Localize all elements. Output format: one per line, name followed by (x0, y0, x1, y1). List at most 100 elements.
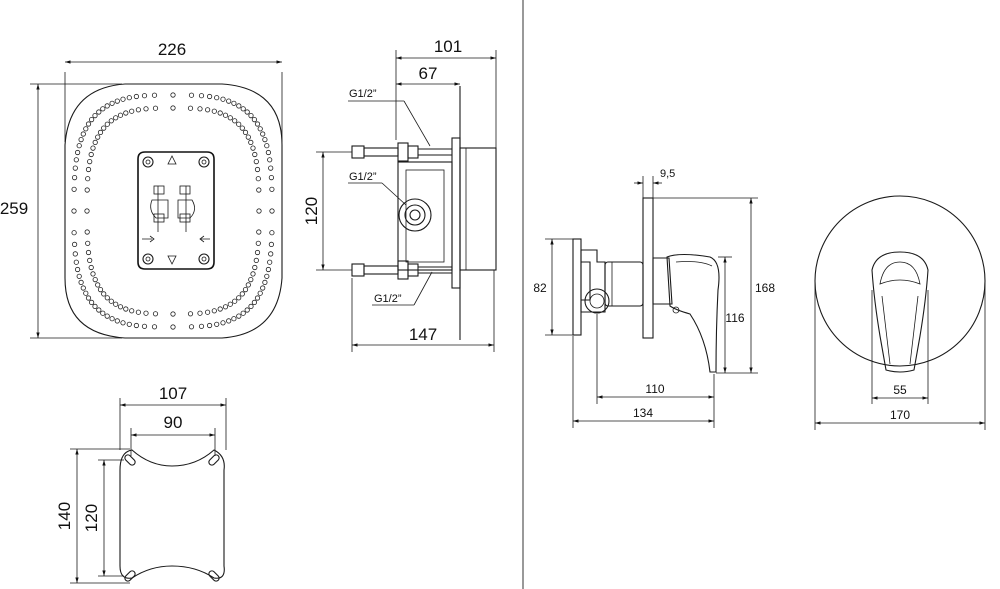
panel-hole (250, 271, 256, 277)
panel-hole (75, 266, 81, 273)
panel-hole (73, 259, 79, 265)
template-inner-height-label: 120 (82, 504, 101, 532)
panel-hole (253, 257, 259, 263)
panel-hole (87, 159, 93, 165)
panel-hole (242, 286, 249, 293)
mixer-front-view: 55 170 (814, 195, 986, 430)
panel-hole (226, 98, 232, 104)
panel-hole (85, 240, 91, 246)
panel-hole (88, 151, 94, 158)
panel-hole (71, 230, 77, 236)
panel-hole (205, 107, 211, 113)
panel-hole (108, 118, 114, 124)
thread-top-label: G1/2” (349, 88, 377, 100)
handle-height-label: 116 (725, 311, 744, 325)
panel-hole (92, 113, 98, 119)
thread-bottom-label: G1/2” (374, 293, 402, 305)
plate-height-label: 168 (755, 281, 775, 295)
panel-hole (129, 308, 135, 314)
panel-hole (268, 251, 274, 257)
panel-hole (100, 310, 106, 316)
panel-hole (75, 149, 81, 156)
panel-hole (188, 92, 195, 98)
panel-hole (170, 324, 176, 330)
panel-hole (217, 306, 223, 312)
panel-hole (248, 139, 254, 145)
panel-hole (97, 129, 104, 135)
box-depth-inner-label: 67 (419, 64, 438, 83)
panel-hole (187, 105, 194, 111)
panel-hole (267, 259, 273, 265)
box-length-label: 147 (409, 325, 437, 344)
panel-hole (123, 306, 129, 312)
panel-hole (245, 134, 251, 140)
panel-hole (101, 125, 107, 131)
panel-hole (89, 117, 95, 123)
mounting-template-view: 107 90 140 120 (55, 384, 227, 584)
panel-hole (214, 95, 220, 101)
panel-hole (104, 103, 110, 109)
panel-hole (254, 166, 261, 173)
panel-hole (129, 108, 135, 114)
panel-hole (78, 279, 84, 285)
panel-hole (245, 282, 251, 288)
panel-hole (231, 100, 237, 106)
panel-hole (151, 92, 158, 98)
panel-hole (72, 251, 78, 257)
panel-hole (240, 310, 246, 316)
panel-hole (108, 298, 114, 304)
panel-hole (251, 117, 257, 123)
panel-hole (151, 324, 158, 330)
panel-hole (84, 208, 90, 214)
panel-hole (80, 285, 86, 291)
panel-hole (251, 299, 257, 305)
panel-hole (257, 126, 263, 132)
panel-hole (152, 311, 159, 317)
panel-hole (120, 320, 126, 326)
panel-hole (135, 309, 141, 315)
handle-depth-label: 110 (645, 382, 664, 396)
panel-hole (123, 110, 129, 116)
panel-hole (254, 249, 261, 256)
panel-hole (92, 276, 98, 283)
panel-hole (264, 143, 270, 149)
plate-thickness-label: 9,5 (660, 168, 675, 180)
panel-height-label: 259 (0, 199, 28, 218)
panel-hole (265, 266, 271, 273)
total-depth-label: 134 (633, 406, 653, 420)
panel-hole (268, 241, 274, 247)
panel-hole (262, 279, 268, 285)
panel-hole (264, 273, 270, 279)
panel-hole (226, 318, 232, 324)
panel-hole (85, 166, 92, 173)
panel-hole (95, 282, 101, 288)
panel-hole (85, 176, 91, 182)
panel-hole (114, 98, 120, 104)
panel-hole (252, 264, 258, 271)
plate-diameter-label: 170 (890, 408, 910, 422)
panel-hole (92, 303, 98, 309)
panel-hole (96, 109, 102, 115)
panel-hole (256, 229, 262, 235)
panel-hole (254, 295, 261, 301)
panel-hole (260, 285, 266, 291)
panel-hole (120, 96, 126, 102)
panel-hole (207, 322, 213, 329)
panel-hole (83, 290, 89, 296)
mounting-box-view: 101 67 G1/2” G1/2” G1/2” 120 147 (302, 37, 497, 352)
panel-hole (236, 103, 242, 109)
panel-hole (207, 93, 213, 100)
panel-hole (255, 176, 261, 182)
panel-hole-pattern (71, 92, 275, 330)
panel-hole (227, 301, 233, 307)
thread-mid-label: G1/2” (349, 171, 377, 183)
panel-hole (104, 121, 110, 127)
panel-hole (126, 321, 132, 327)
panel-hole (72, 241, 78, 247)
panel-hole (78, 137, 84, 143)
panel-hole (256, 208, 262, 214)
panel-hole (220, 96, 226, 102)
panel-hole (244, 307, 250, 313)
panel-hole (76, 273, 82, 279)
